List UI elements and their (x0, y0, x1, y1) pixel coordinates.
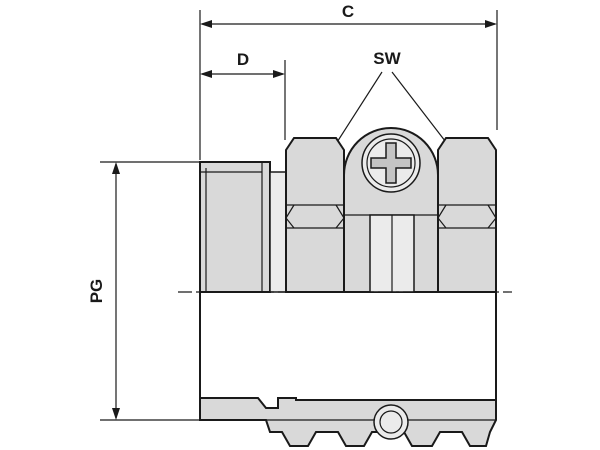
screw-boss (343, 127, 439, 293)
dimension-pg-label: PG (87, 279, 106, 304)
dimension-d: D (200, 50, 286, 140)
dimension-pg: PG (87, 161, 205, 421)
dimension-c-label: C (342, 2, 354, 21)
hex-body-left (285, 137, 345, 293)
lower-profile-section (199, 397, 497, 447)
screw-head-inner-ring (366, 138, 416, 188)
thread-section-upper (199, 161, 271, 293)
dimension-c: C (199, 2, 498, 160)
dimension-sw-leader-left (331, 71, 383, 151)
hex-flat-left-1 (285, 137, 345, 293)
hex-left-edge-contour (285, 204, 295, 229)
dimension-c-arrow-right (485, 20, 497, 28)
lower-screw-head (373, 404, 409, 440)
hex-body-right (437, 137, 497, 293)
dimension-d-label: D (237, 50, 249, 69)
thread-relief-groove (269, 171, 287, 293)
dimension-d-arrow-left (200, 70, 212, 78)
threaded-spigot (199, 161, 287, 293)
dimension-pg-arrow-bottom (112, 408, 120, 420)
hex-right-edge-contour (437, 204, 447, 229)
hex-flat-right-1 (437, 137, 497, 293)
phillips-cross-icon (370, 142, 412, 184)
hex-right-edge-contour-2 (487, 204, 497, 229)
dimension-sw-label: SW (373, 49, 401, 68)
dimension-c-arrow-left (200, 20, 212, 28)
dimension-sw-leader-right (391, 71, 453, 151)
lower-section (199, 292, 497, 447)
lower-screw-inner (379, 410, 403, 434)
dimension-pg-arrow-top (112, 162, 120, 174)
dimension-d-arrow-right (273, 70, 285, 78)
